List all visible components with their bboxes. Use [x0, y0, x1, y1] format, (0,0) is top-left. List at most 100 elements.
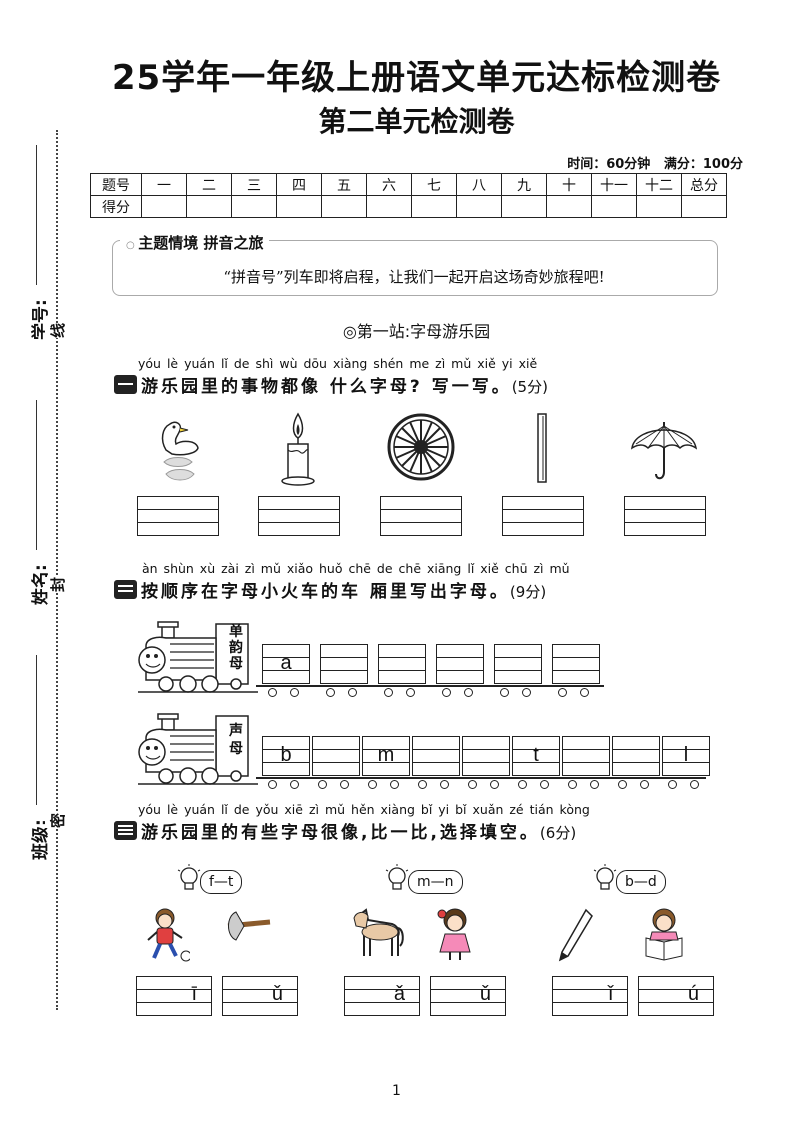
score-input-cell[interactable] [456, 195, 502, 218]
q2-number-icon [114, 580, 137, 599]
score-input-cell[interactable] [591, 195, 637, 218]
girl-icon [430, 906, 480, 966]
score-input-cell[interactable] [366, 195, 412, 218]
score-cell: 八 [456, 173, 502, 196]
writing-grid[interactable] [502, 496, 584, 536]
score-input-cell[interactable] [276, 195, 322, 218]
class-line [36, 655, 37, 805]
car-wheel-icon [390, 780, 399, 789]
train-car-grid[interactable]: l [662, 736, 710, 776]
train2-sign: 声母 [229, 723, 243, 757]
score-table-score-row: 得分 [90, 195, 727, 218]
car-wheel-icon [368, 780, 377, 789]
car-wheel-icon [468, 780, 477, 789]
score-cell: 六 [366, 173, 412, 196]
cut-word-feng: 封 [45, 576, 71, 593]
car-letter: m [377, 744, 395, 766]
car-wheel-icon [640, 780, 649, 789]
car-wheel-icon [590, 780, 599, 789]
cut-word-mi: 密 [45, 812, 71, 829]
car-wheel-icon [490, 780, 499, 789]
train-car-grid[interactable]: a [262, 644, 310, 684]
train-car-grid[interactable] [562, 736, 610, 776]
lightbulb-icon [592, 864, 618, 896]
score-input-cell[interactable] [636, 195, 682, 218]
locomotive-icon [138, 621, 258, 693]
score-cell: 三 [231, 173, 277, 196]
bullet-icon: ○ [126, 240, 139, 251]
train-car-grid[interactable] [612, 736, 660, 776]
letter-pair-hint: m—n [408, 870, 463, 894]
car-wheel-icon [690, 780, 699, 789]
locomotive-icon [138, 713, 258, 785]
answer-grid[interactable]: ǐ [552, 976, 628, 1016]
score-input-cell[interactable] [141, 195, 187, 218]
car-letter: l [683, 744, 689, 766]
writing-grid[interactable] [624, 496, 706, 536]
car-wheel-icon [340, 780, 349, 789]
page-number: 1 [392, 1083, 401, 1099]
binding-cut-line [56, 130, 58, 1010]
train-car-grid[interactable]: t [512, 736, 560, 776]
tone-vowel: ī [191, 983, 197, 1005]
car-wheel-icon [326, 688, 335, 697]
train-car-grid[interactable] [312, 736, 360, 776]
answer-grid[interactable]: ǔ [222, 976, 298, 1016]
score-table-header-row: 题号 一 二 三 四 五 六 七 八 九 十 十一 十二 总分 [90, 173, 727, 196]
page-title: 25学年一年级上册语文单元达标检测卷 [111, 58, 722, 98]
score-input-cell[interactable] [321, 195, 367, 218]
writing-grid[interactable] [380, 496, 462, 536]
train-car-grid[interactable] [378, 644, 426, 684]
q3-prompt: 游乐园里的有些字母很像,比一比,选择填空。(6分) [114, 818, 576, 843]
score-cell: 一 [141, 173, 187, 196]
score-row-label: 得分 [90, 195, 142, 218]
q3-number-icon [114, 821, 137, 840]
score-cell: 五 [321, 173, 367, 196]
writing-grid[interactable] [258, 496, 340, 536]
train-car-grid[interactable]: m [362, 736, 410, 776]
pencil-icon [556, 906, 596, 968]
train-car-grid[interactable] [436, 644, 484, 684]
letter-pair-hint: f—t [200, 870, 243, 894]
lightbulb-icon [176, 864, 202, 896]
score-cell: 总分 [681, 173, 727, 196]
q2-prompt: 按顺序在字母小火车的车 厢里写出字母。(9分) [114, 577, 546, 602]
car-wheel-icon [558, 688, 567, 697]
answer-grid[interactable]: ǔ [430, 976, 506, 1016]
train-car-grid[interactable] [462, 736, 510, 776]
score-input-cell[interactable] [411, 195, 457, 218]
score-input-cell[interactable] [546, 195, 592, 218]
train1-sign: 单韵母 [229, 624, 243, 672]
name-line [36, 400, 37, 550]
score-input-cell[interactable] [231, 195, 277, 218]
lightbulb-icon [384, 864, 410, 896]
car-coupling-line [256, 777, 706, 779]
answer-grid[interactable]: ǎ [344, 976, 420, 1016]
boy-football-icon [140, 906, 192, 966]
train-car-grid[interactable]: b [262, 736, 310, 776]
train-car-grid[interactable] [320, 644, 368, 684]
car-wheel-icon [540, 780, 549, 789]
writing-grid[interactable] [137, 496, 219, 536]
train-car-grid[interactable] [412, 736, 460, 776]
score-input-cell[interactable] [186, 195, 232, 218]
umbrella-icon [630, 422, 698, 480]
train-car-grid[interactable] [494, 644, 542, 684]
score-input-cell[interactable] [681, 195, 727, 218]
car-wheel-icon [442, 688, 451, 697]
theme-box [112, 240, 718, 296]
score-input-cell[interactable] [501, 195, 547, 218]
horse-icon [348, 906, 406, 966]
score-cell: 七 [411, 173, 457, 196]
answer-grid[interactable]: ú [638, 976, 714, 1016]
score-cell: 九 [501, 173, 547, 196]
reading-girl-icon [638, 906, 690, 966]
car-wheel-icon [522, 688, 531, 697]
train-car-grid[interactable] [552, 644, 600, 684]
car-wheel-icon [568, 780, 577, 789]
score-cell: 二 [186, 173, 232, 196]
car-wheel-icon [348, 688, 357, 697]
full-score-text: 满分：100分 [663, 157, 743, 172]
goose-icon [161, 421, 199, 481]
answer-grid[interactable]: ī [136, 976, 212, 1016]
